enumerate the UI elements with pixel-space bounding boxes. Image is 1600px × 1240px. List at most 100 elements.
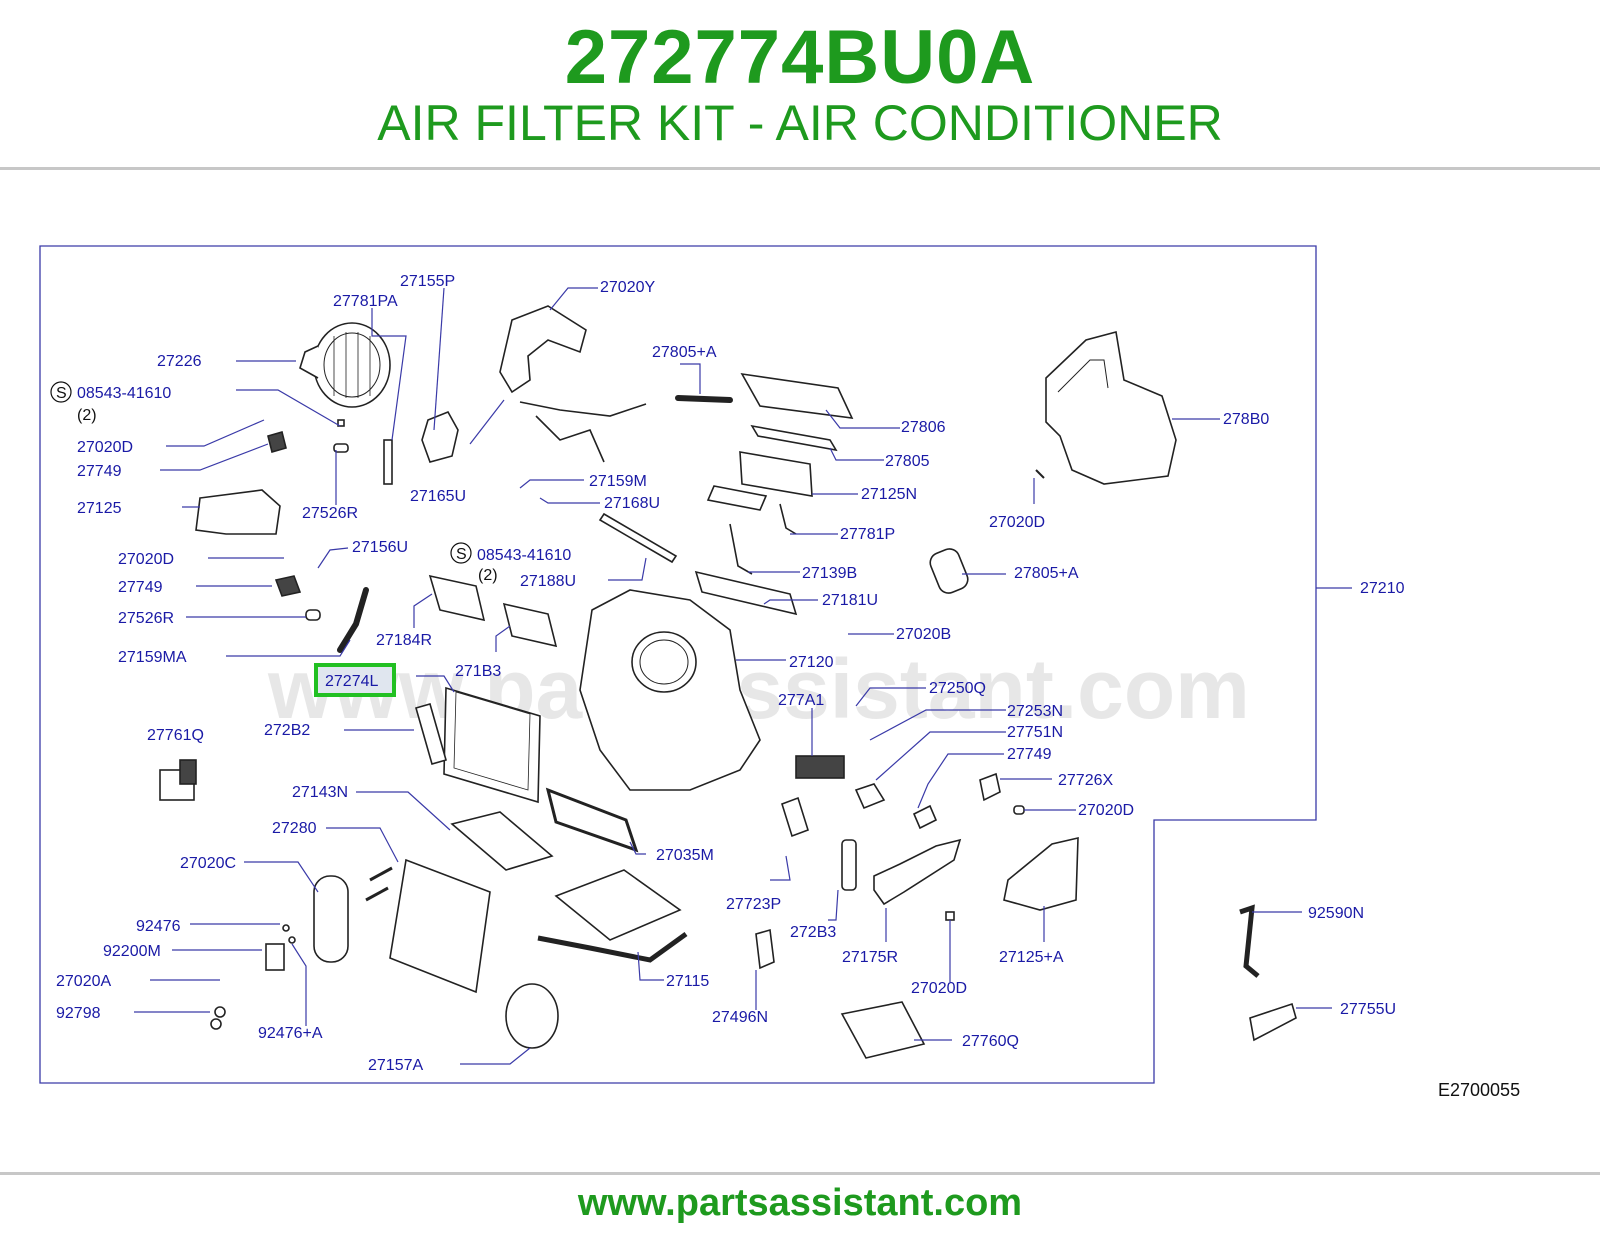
callout-label[interactable]: 27020Y	[600, 279, 655, 296]
callout-label[interactable]: 27280	[272, 820, 317, 837]
callout-label[interactable]: 08543-41610	[77, 385, 171, 402]
callout-label[interactable]: 27020D	[1078, 802, 1134, 819]
callout-label[interactable]: 27156U	[352, 539, 408, 556]
quantity-label: (2)	[77, 407, 97, 424]
callout-label[interactable]: 27806	[901, 419, 946, 436]
callout-label[interactable]: 27253N	[1007, 703, 1063, 720]
callout-label[interactable]: 27805+A	[652, 344, 717, 361]
resistor-277A1-part	[795, 755, 845, 779]
callout-label[interactable]: 27751N	[1007, 724, 1063, 741]
callout-label[interactable]: 278B0	[1223, 411, 1269, 428]
diagram-frame	[39, 245, 1317, 1084]
callout-label[interactable]: 08543-41610	[477, 547, 571, 564]
callout-label[interactable]: 27165U	[410, 488, 466, 505]
heater-core-part	[554, 869, 682, 941]
callout-label[interactable]: 27526R	[118, 610, 174, 627]
callout-labels: 27155P 27020Y 27781PA 27226 08543-41610 …	[56, 273, 1405, 1074]
intake-duct-part	[706, 485, 768, 511]
callout-label[interactable]: 27805+A	[1014, 565, 1079, 582]
callout-label[interactable]: 27020A	[56, 973, 111, 990]
callout-label[interactable]: 27755U	[1340, 1001, 1396, 1018]
left-duct-part	[195, 489, 281, 535]
highlighted-label[interactable]: 27274L	[325, 673, 378, 690]
callout-label[interactable]: 27157A	[368, 1057, 423, 1074]
aspirator-part	[841, 839, 857, 891]
callout-label[interactable]: 27496N	[712, 1009, 768, 1026]
resistor-part	[421, 410, 459, 463]
highlighted-label-box	[314, 663, 396, 697]
blend-motor-part	[505, 983, 559, 1049]
rear-duct-part	[1003, 836, 1079, 911]
callout-label[interactable]: 272B2	[264, 722, 310, 739]
callout-label[interactable]: 27723P	[726, 896, 781, 913]
callout-label[interactable]: 27020D	[989, 514, 1045, 531]
callout-label[interactable]: 27125N	[861, 486, 917, 503]
callout-label[interactable]: 27175R	[842, 949, 898, 966]
footer-url[interactable]: www.partsassistant.com	[577, 1182, 1023, 1224]
callout-label[interactable]: 27749	[77, 463, 122, 480]
callout-label[interactable]: 92798	[56, 1005, 101, 1022]
callout-label[interactable]: 27781P	[840, 526, 895, 543]
callout-label[interactable]: 27020C	[180, 855, 236, 872]
callout-label[interactable]: 27749	[1007, 746, 1052, 763]
callout-label[interactable]: 27168U	[604, 495, 660, 512]
callout-label[interactable]: 27020D	[118, 551, 174, 568]
callout-label[interactable]: 27020D	[77, 439, 133, 456]
callout-label[interactable]: 27726X	[1058, 772, 1113, 789]
callout-label[interactable]: 271B3	[455, 663, 501, 680]
page-header: 272774BU0A AIR FILTER KIT - AIR CONDITIO…	[0, 0, 1600, 170]
callout-label[interactable]: 27226	[157, 353, 202, 370]
gasket-right-part	[929, 548, 969, 594]
callout-label[interactable]: 92476+A	[258, 1025, 323, 1042]
leader-lines	[134, 287, 1352, 1065]
callout-label[interactable]: 27139B	[802, 565, 857, 582]
callout-label[interactable]: 92476	[136, 918, 181, 935]
cabin-air-filter-part	[443, 686, 541, 804]
callout-label[interactable]: 27159M	[589, 473, 647, 490]
callout-label[interactable]: 27184R	[376, 632, 432, 649]
callout-label[interactable]: 27155P	[400, 273, 455, 290]
callout-label[interactable]: 92200M	[103, 943, 161, 960]
bracket-part	[694, 570, 798, 616]
screw-part	[337, 419, 345, 427]
callout-label[interactable]: 27020B	[896, 626, 951, 643]
block-92200M-part	[265, 943, 285, 971]
callout-label[interactable]: 272B3	[790, 924, 836, 941]
svg-text:S: S	[56, 385, 67, 402]
callout-label[interactable]: 27125+A	[999, 949, 1064, 966]
filter-part	[750, 424, 838, 452]
svg-text:S: S	[456, 546, 467, 563]
parts-diagram: www.partsassistant.com	[39, 245, 1520, 1100]
callout-label[interactable]: 27805	[885, 453, 930, 470]
drain-hose-part	[1239, 904, 1260, 978]
callout-label[interactable]: 27159MA	[118, 649, 187, 666]
callout-label[interactable]: 277A1	[778, 692, 824, 709]
callout-label[interactable]: 27115	[666, 973, 709, 990]
quantity-label: (2)	[478, 567, 498, 584]
blower-motor-part	[299, 322, 391, 408]
callout-label[interactable]: 27181U	[822, 592, 878, 609]
s-marker-2: S	[450, 542, 472, 564]
foot-duct-part	[873, 838, 962, 906]
intake-unit-part	[1045, 331, 1177, 485]
callout-label[interactable]: 27143N	[292, 784, 348, 801]
callout-label[interactable]: 27035M	[656, 847, 714, 864]
duct-27760Q-part	[840, 1001, 926, 1059]
callout-label[interactable]: 92590N	[1308, 905, 1364, 922]
s-marker-1: S	[50, 381, 72, 403]
callout-label[interactable]: 27526R	[302, 505, 358, 522]
clip-part	[333, 443, 349, 453]
callout-label[interactable]: 27125	[77, 500, 122, 517]
callout-label[interactable]: 27250Q	[929, 680, 986, 697]
callout-label[interactable]: 27210	[1360, 580, 1405, 597]
callout-label[interactable]: 27749	[118, 579, 163, 596]
callout-label[interactable]: 27781PA	[333, 293, 398, 310]
callout-label[interactable]: 27020D	[911, 980, 967, 997]
callout-label[interactable]: 27188U	[520, 573, 576, 590]
footer-divider	[0, 1172, 1600, 1175]
diagram-code: E2700055	[1438, 1080, 1520, 1100]
watermark-text: www.partsassistant.com	[267, 642, 1250, 736]
callout-label[interactable]: 27761Q	[147, 727, 204, 744]
callout-label[interactable]: 27120	[789, 654, 834, 671]
callout-label[interactable]: 27760Q	[962, 1033, 1019, 1050]
